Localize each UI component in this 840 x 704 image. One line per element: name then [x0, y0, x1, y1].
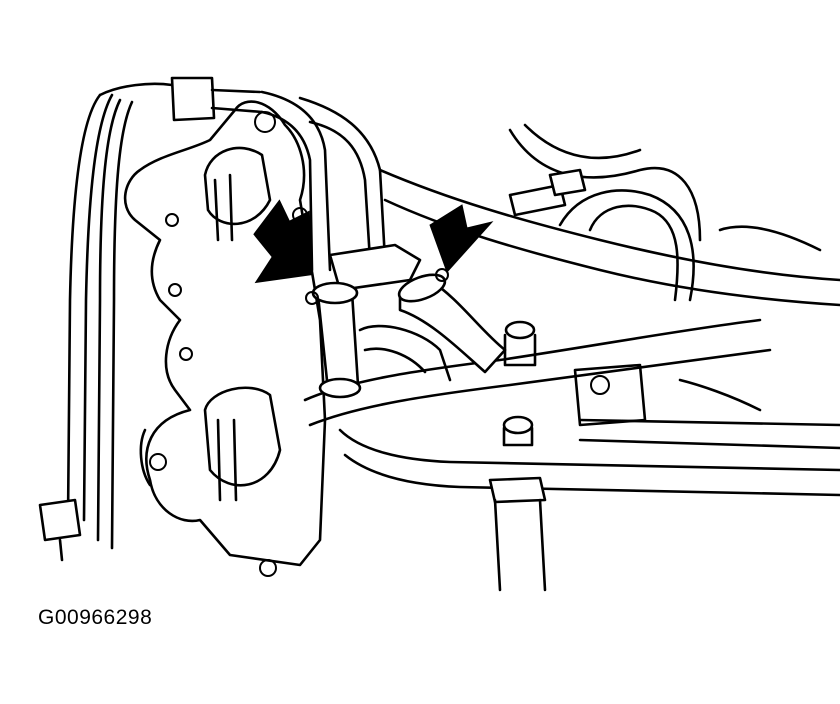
upper-right-hoses — [508, 123, 822, 302]
hose-assembly — [305, 243, 507, 399]
right-hose — [398, 278, 507, 374]
engine-diagram — [38, 76, 840, 592]
centre-pipes — [260, 90, 387, 272]
bolts — [488, 320, 762, 592]
left-arrow-icon — [253, 199, 313, 284]
figure-id-label: G00966298 — [38, 606, 153, 629]
right-arrow-icon — [429, 204, 494, 273]
manifold-flange — [123, 100, 327, 577]
left-pipes — [38, 93, 134, 562]
top-bracket — [98, 76, 264, 122]
right-pipes — [303, 168, 840, 497]
left-hose-clamp — [311, 281, 359, 305]
